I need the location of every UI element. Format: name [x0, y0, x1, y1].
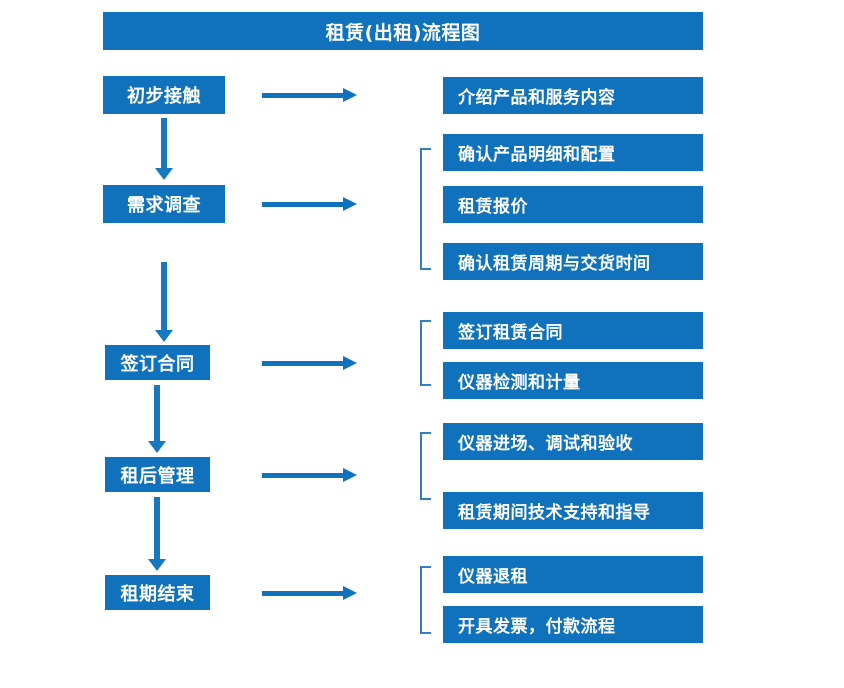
vertical-connector-1 [155, 118, 173, 180]
connector-shaft [154, 385, 160, 441]
detail-box-yiqi-tuizu[interactable]: 仪器退租 [443, 556, 703, 593]
detail-box-queren-chanpin-mingxi[interactable]: 确认产品明细和配置 [443, 134, 703, 171]
arrowhead-down-icon [155, 168, 173, 180]
vertical-connector-4 [148, 497, 166, 571]
arrowhead-down-icon [155, 330, 173, 342]
detail-box-zulin-baojia[interactable]: 租赁报价 [443, 186, 703, 223]
group-bracket-zuqi-jieshu [420, 566, 431, 634]
arrow-shaft [262, 591, 344, 596]
stage-box-chubu-jiechu[interactable]: 初步接触 [103, 76, 225, 114]
arrow-shaft [262, 93, 344, 98]
arrow-shaft [262, 473, 344, 478]
arrowhead-right-icon [343, 468, 357, 482]
group-bracket-xuqiu-diaocha [420, 148, 431, 270]
detail-box-queren-zulin-zhouqi[interactable]: 确认租赁周期与交货时间 [443, 243, 703, 280]
detail-box-kaiju-fapiao[interactable]: 开具发票，付款流程 [443, 606, 703, 643]
stage-box-zuhou-guanli[interactable]: 租后管理 [105, 457, 210, 492]
stage-box-zuqi-jieshu[interactable]: 租期结束 [105, 575, 210, 610]
detail-box-jieshao-chanpin[interactable]: 介绍产品和服务内容 [443, 77, 703, 114]
stage-box-qianding-hetong[interactable]: 签订合同 [105, 345, 210, 380]
arrowhead-right-icon [343, 88, 357, 102]
connector-shaft [154, 497, 160, 559]
arrow-shaft [262, 361, 344, 366]
arrow-shaft [262, 202, 344, 207]
diagram-title: 租赁(出租)流程图 [103, 12, 703, 50]
detail-box-zulin-qijian-zhichi[interactable]: 租赁期间技术支持和指导 [443, 492, 703, 529]
horizontal-arrow-4 [262, 466, 357, 484]
arrowhead-right-icon [343, 197, 357, 211]
group-bracket-qianding-hetong [420, 320, 431, 386]
horizontal-arrow-1 [262, 86, 357, 104]
detail-box-qianding-zulin-hetong[interactable]: 签订租赁合同 [443, 312, 703, 349]
stage-box-xuqiu-diaocha[interactable]: 需求调查 [103, 185, 225, 223]
horizontal-arrow-2 [262, 195, 357, 213]
detail-box-yiqi-jinchang[interactable]: 仪器进场、调试和验收 [443, 423, 703, 460]
connector-shaft [161, 262, 167, 330]
arrowhead-right-icon [343, 586, 357, 600]
detail-box-yiqi-jiance-jiliang[interactable]: 仪器检测和计量 [443, 362, 703, 399]
vertical-connector-2 [155, 262, 173, 342]
connector-shaft [161, 118, 167, 168]
horizontal-arrow-3 [262, 354, 357, 372]
group-bracket-zuhou-guanli [420, 432, 431, 500]
arrowhead-right-icon [343, 356, 357, 370]
arrowhead-down-icon [148, 441, 166, 453]
arrowhead-down-icon [148, 559, 166, 571]
vertical-connector-3 [148, 385, 166, 453]
horizontal-arrow-5 [262, 584, 357, 602]
